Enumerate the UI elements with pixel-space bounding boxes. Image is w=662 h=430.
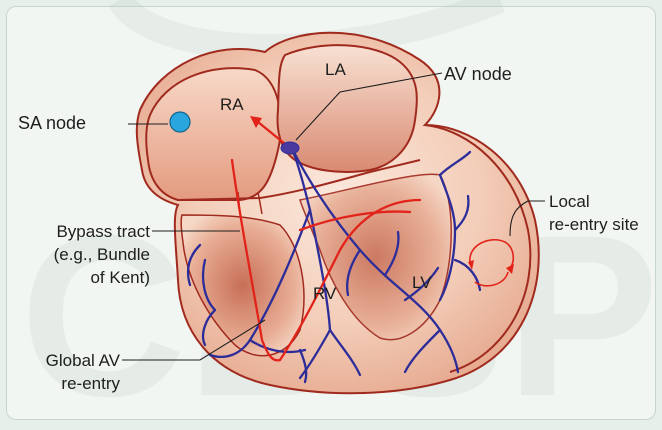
label-sa-node: SA node	[18, 113, 86, 133]
label-local-line1: Local	[549, 192, 590, 211]
left-atrium	[278, 45, 417, 172]
label-global-av-line1: Global AV	[46, 351, 121, 370]
label-bypass-line2: (e.g., Bundle	[54, 245, 150, 264]
label-lv: LV	[412, 273, 432, 292]
label-rv: RV	[313, 284, 337, 303]
av-node-dot	[281, 142, 299, 154]
label-la: LA	[325, 60, 346, 79]
label-bypass-line3: of Kent)	[90, 268, 150, 287]
label-local-line2: re-entry site	[549, 215, 639, 234]
label-global-av-line2: re-entry	[61, 374, 120, 393]
label-ra: RA	[220, 95, 244, 114]
sa-node-dot	[170, 112, 190, 132]
label-av-node: AV node	[444, 64, 512, 84]
label-bypass-line1: Bypass tract	[56, 222, 150, 241]
